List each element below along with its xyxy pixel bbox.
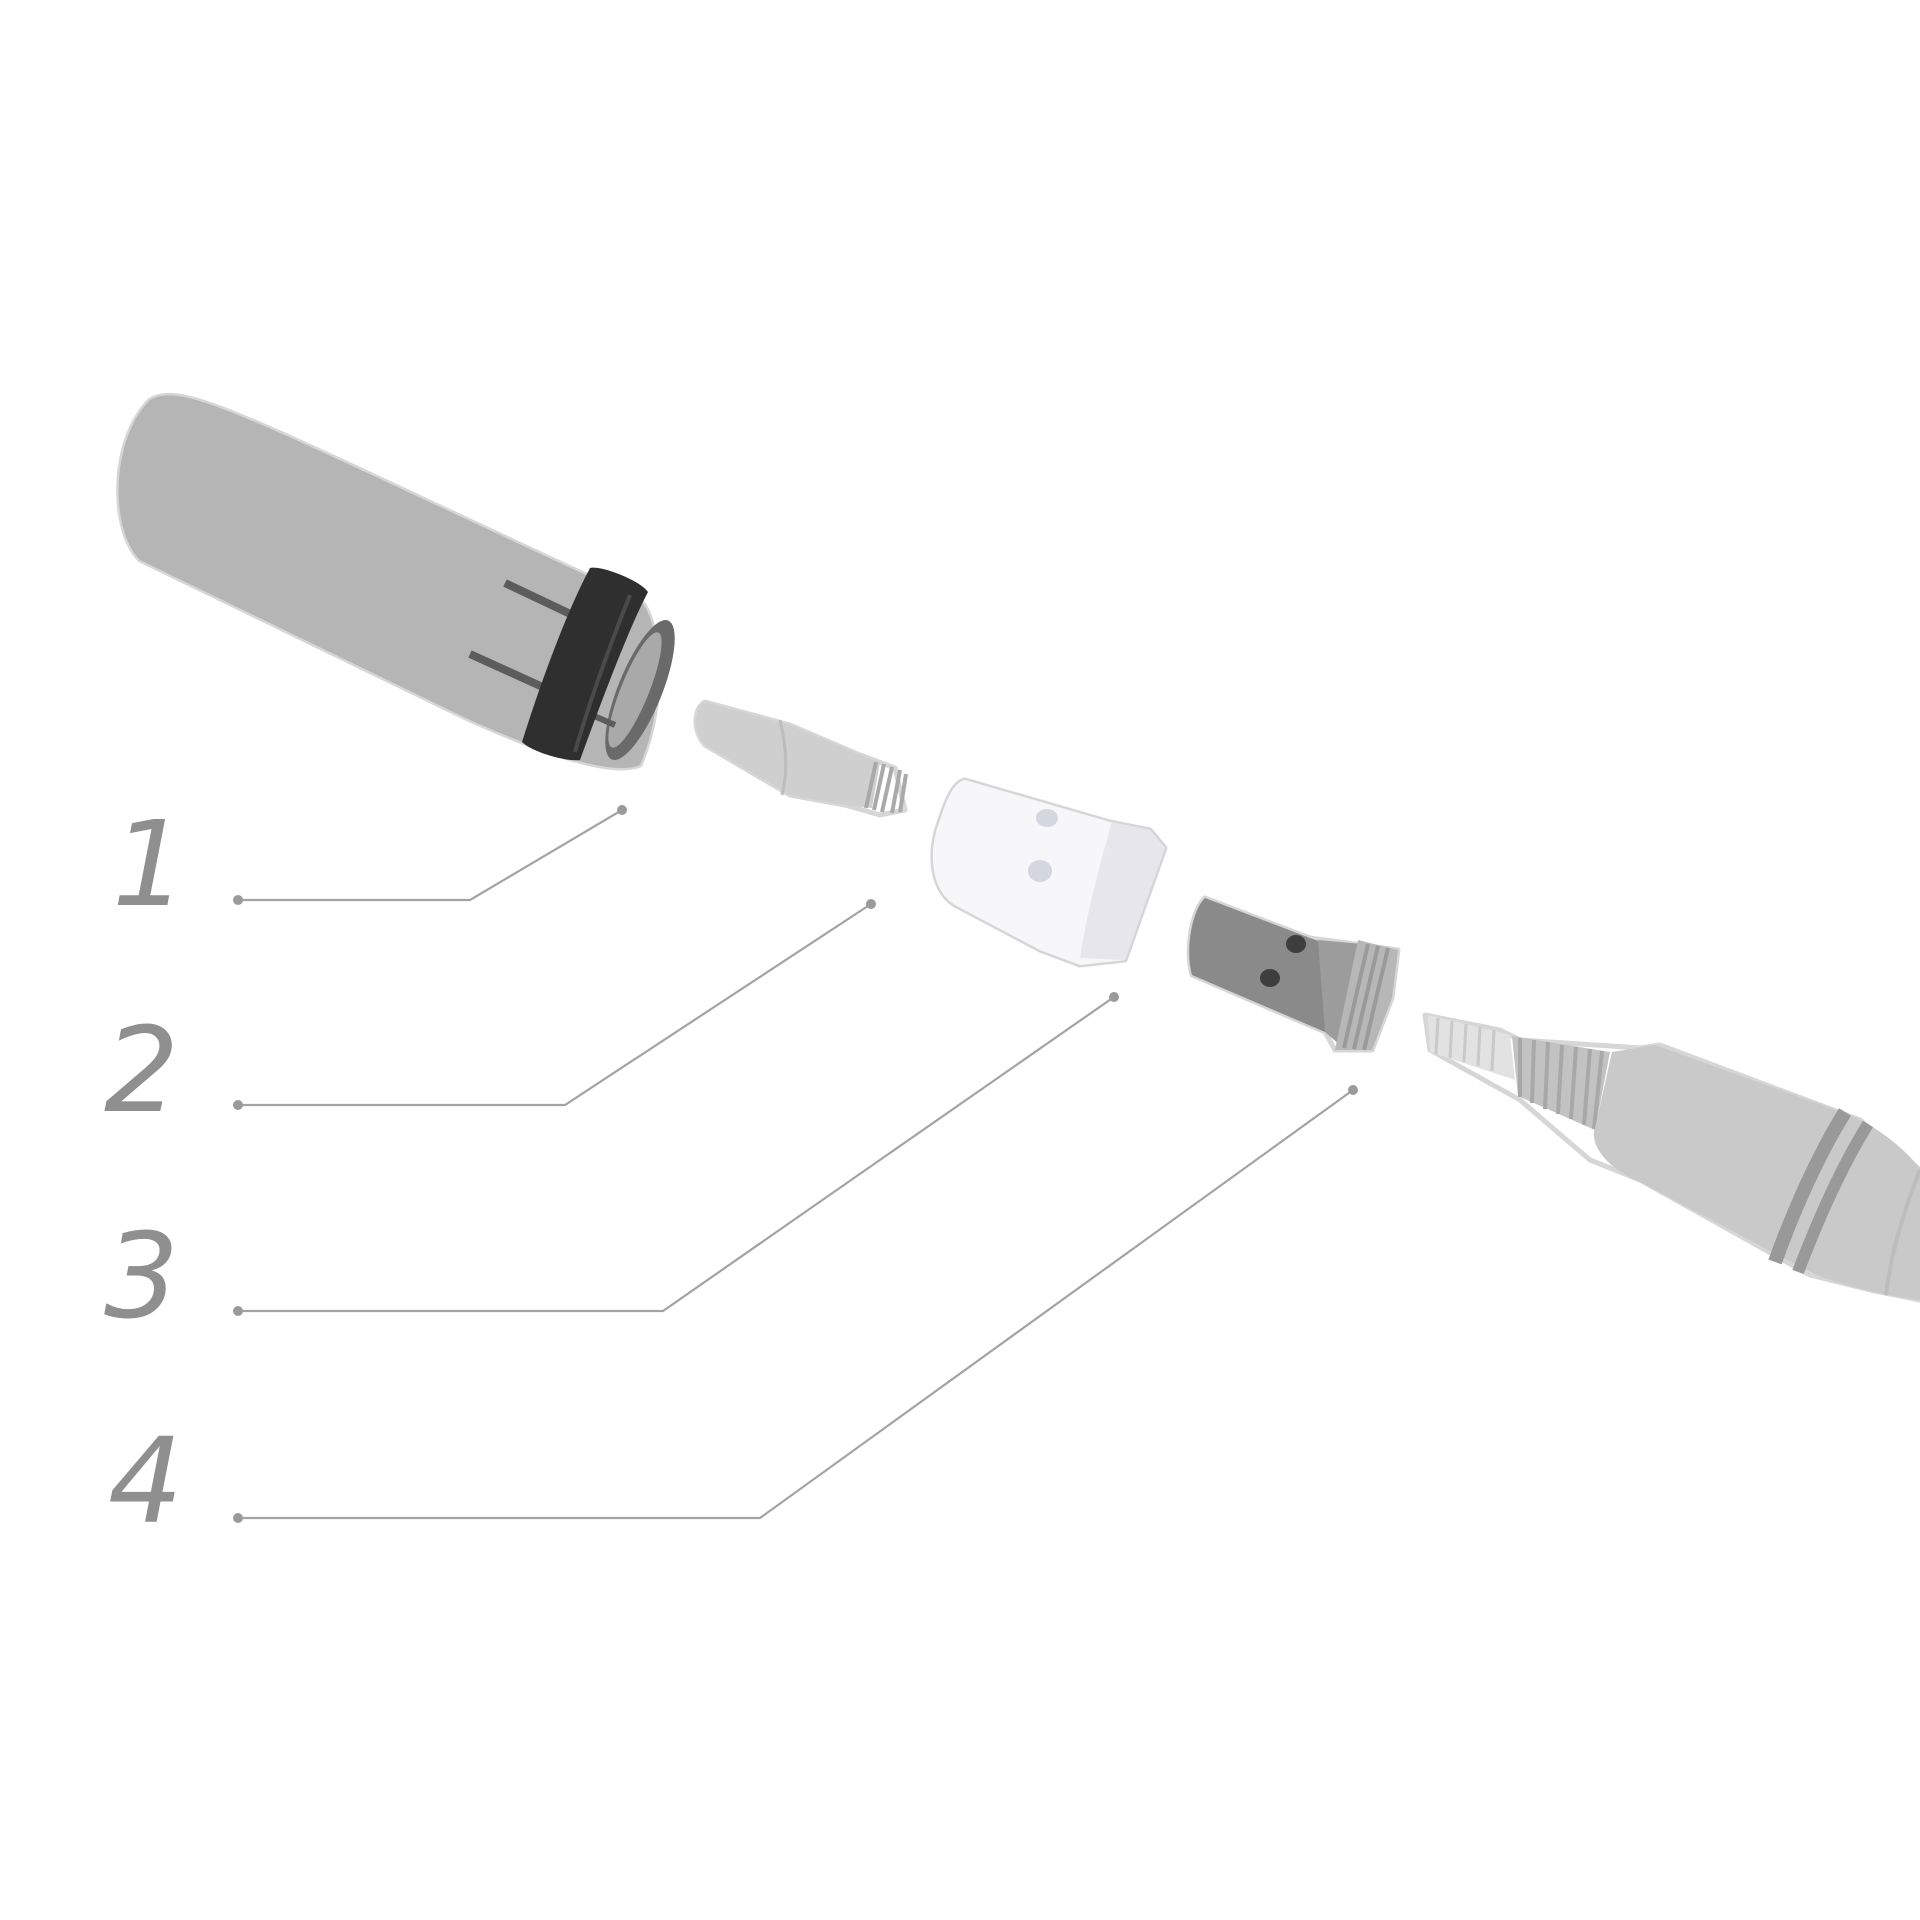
contact-tip-thread [864,761,908,814]
tip-holder-body [1189,898,1330,1032]
leader-line-3 [238,996,1115,1313]
leader-dot-end-2 [866,899,876,909]
contact-tip-body [695,702,880,808]
tip-holder-hole-1 [1286,935,1306,953]
gas-hole-2 [1028,860,1052,882]
leader-line-1 [238,809,623,902]
tip-holder-hole-2 [1260,969,1280,987]
torch-neck-body [1593,1045,1920,1300]
leader-dot-start-3 [233,1306,243,1316]
tip-holder-thread [1335,940,1398,1051]
leader-dot-end-3 [1109,992,1119,1002]
nozzle-part [116,392,675,771]
leader-dot-start-2 [233,1100,243,1110]
nozzle-ring [522,567,648,761]
leader-dot-end-1 [617,805,627,815]
leader-line-4 [238,1089,1354,1520]
tip-holder-part [1186,895,1401,1053]
leader-line-2 [238,903,872,1107]
callout-3: 3 [104,992,1119,1345]
leader-dot-end-4 [1348,1085,1358,1095]
torch-neck-groove-2 [1792,1120,1874,1275]
leader-dot-start-1 [233,895,243,905]
callout-1: 1 [112,795,627,933]
callout-number-3: 3 [104,1207,179,1345]
callout-number-4: 4 [108,1412,183,1550]
torch-neck-groove-1 [1768,1108,1851,1265]
torch-neck [1422,1012,1920,1303]
contact-tip-part [693,699,908,818]
callout-number-1: 1 [112,795,187,933]
callout-2: 2 [104,899,876,1139]
gas-diffuser-collar [1080,822,1165,960]
gas-diffuser-part [930,777,1168,968]
gas-hole-1 [1036,809,1058,827]
callout-number-2: 2 [104,1001,179,1139]
tip-holder-flange [1318,940,1362,1045]
leader-dot-start-4 [233,1513,243,1523]
callout-4: 4 [108,1085,1358,1550]
